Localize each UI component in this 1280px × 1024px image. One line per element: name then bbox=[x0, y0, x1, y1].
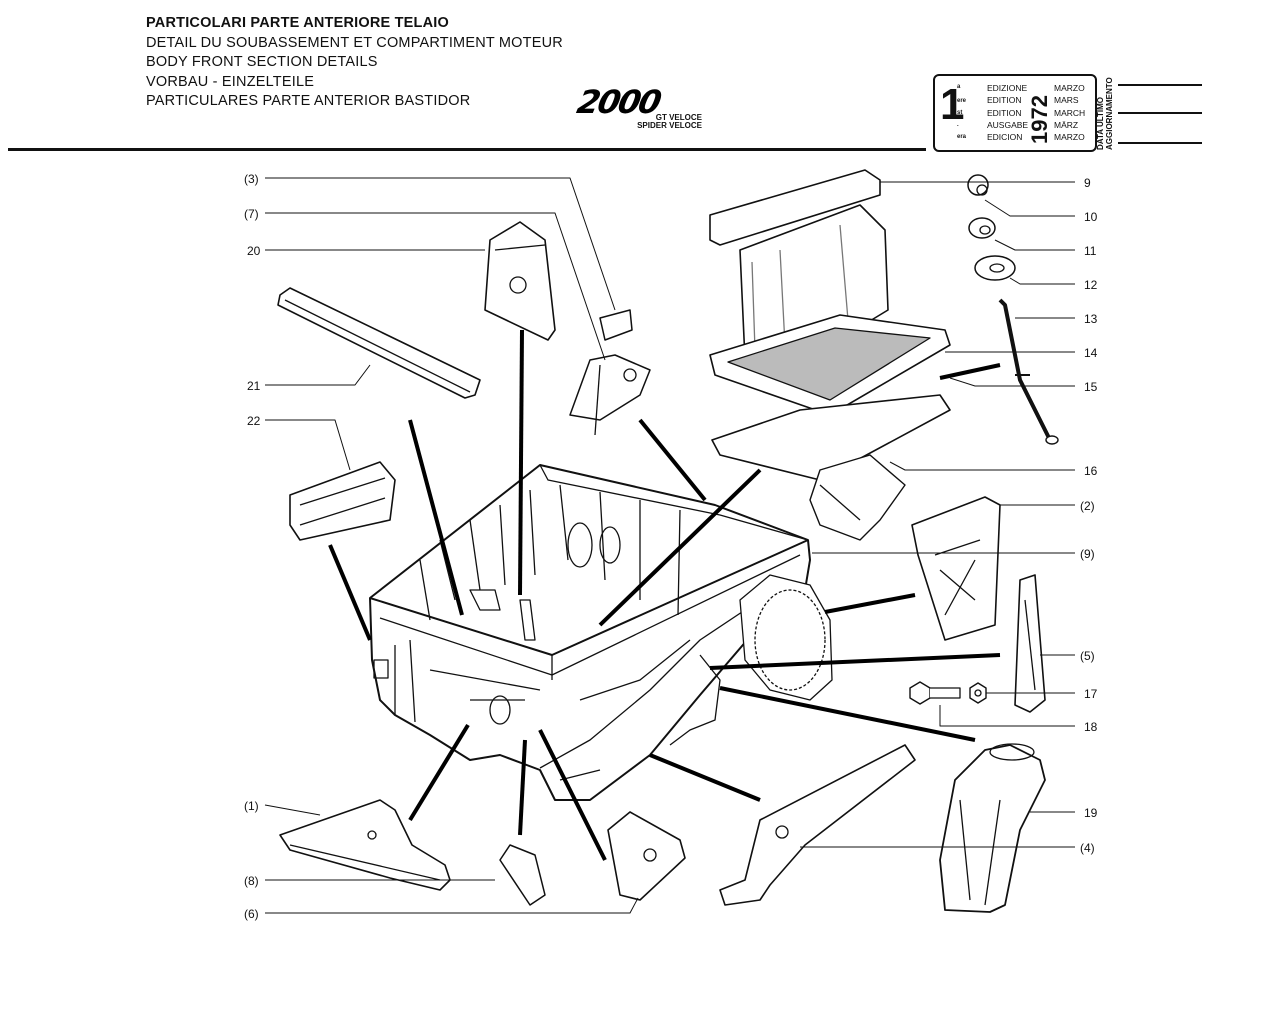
callout-4: (4) bbox=[1080, 841, 1095, 855]
edition-label: EDITION bbox=[987, 107, 1022, 118]
title-line-german: VORBAU - EINZELTEILE bbox=[146, 73, 315, 90]
logo-sub-gt: GT VELOCE bbox=[655, 113, 702, 122]
edition-suffix: st bbox=[957, 110, 963, 116]
part-6-bracket bbox=[607, 811, 686, 901]
edition-month: MÄRZ bbox=[1054, 119, 1079, 130]
edition-labels: EDIZIONE EDITION EDITION AUSGABE EDICION bbox=[987, 82, 1028, 143]
callout-20: 20 bbox=[247, 244, 261, 258]
edition-suffix: ere bbox=[957, 98, 967, 104]
model-logo: 2000 GT VELOCE SPIDER VELOCE bbox=[574, 83, 708, 138]
callout-6: (6) bbox=[244, 907, 259, 921]
update-line bbox=[1118, 84, 1202, 86]
part-22-bracket bbox=[289, 461, 396, 541]
part-4-crossmember bbox=[719, 744, 916, 906]
fastener-parts bbox=[909, 174, 1059, 705]
update-line bbox=[1118, 142, 1202, 144]
part-20-bracket bbox=[484, 221, 556, 341]
part-5-strut bbox=[1014, 574, 1046, 713]
callout-9: 9 bbox=[1084, 176, 1091, 190]
part-21-rail bbox=[277, 287, 481, 399]
part-7-support bbox=[569, 354, 651, 436]
edition-month: MARZO bbox=[1054, 132, 1085, 143]
callout-22: 22 bbox=[247, 414, 261, 428]
callout-8: (8) bbox=[244, 874, 259, 888]
edition-label: EDIZIONE bbox=[987, 83, 1028, 93]
edition-label: EDITION bbox=[987, 95, 1022, 106]
model-logo-subtitle: GT VELOCE SPIDER VELOCE bbox=[637, 114, 702, 130]
callout-1: (1) bbox=[244, 799, 259, 813]
edition-number: 1 bbox=[940, 80, 965, 129]
callout-19: 19 bbox=[1084, 806, 1098, 820]
edition-suffix: era bbox=[957, 134, 967, 140]
header-rule bbox=[8, 148, 926, 151]
edition-month: MARCH bbox=[1054, 107, 1086, 118]
part-1-cover bbox=[279, 799, 451, 891]
edition-month: MARZO bbox=[1054, 83, 1085, 93]
update-line bbox=[1118, 112, 1202, 114]
callout-labels: (3) (7) 20 21 22 9 10 11 12 13 14 15 16 … bbox=[244, 172, 1098, 921]
title-line-english: BODY FRONT SECTION DETAILS bbox=[146, 54, 378, 70]
wheel-arch-panel bbox=[739, 574, 833, 701]
assembly-arrows bbox=[328, 329, 1001, 861]
title-line-italian: PARTICOLARI PARTE ANTERIORE TELAIO bbox=[146, 15, 449, 31]
callout-21: 21 bbox=[247, 379, 261, 393]
callout-7: (7) bbox=[244, 207, 259, 221]
part-8-bracket bbox=[499, 844, 546, 906]
title-line-french: DETAIL DU SOUBASSEMENT ET COMPARTIMENT M… bbox=[146, 34, 563, 51]
callout-15: 15 bbox=[1084, 380, 1098, 394]
callout-12: 12 bbox=[1084, 278, 1098, 292]
title-line-spanish: PARTICULARES PARTE ANTERIOR BASTIDOR bbox=[146, 93, 471, 109]
edition-box: 1 a ere st . era EDIZIONE EDITION EDITIO… bbox=[933, 74, 1097, 152]
callout-10: 10 bbox=[1084, 210, 1098, 224]
battery-box bbox=[709, 169, 951, 541]
part-3-clip bbox=[599, 309, 633, 341]
leader-lines bbox=[264, 177, 1075, 914]
callout-5: (5) bbox=[1080, 649, 1095, 663]
callout-16: 16 bbox=[1084, 464, 1098, 478]
callout-18: 18 bbox=[1084, 720, 1098, 734]
edition-label: EDICION bbox=[987, 132, 1023, 143]
edition-months: MARZO MARS MARCH MÄRZ MARZO bbox=[1054, 82, 1085, 143]
part-19-tower bbox=[939, 743, 1046, 913]
callout-17: 17 bbox=[1084, 687, 1098, 701]
edition-suffix: a bbox=[957, 84, 961, 90]
callout-14: 14 bbox=[1084, 346, 1098, 360]
logo-sub-spider: SPIDER VELOCE bbox=[637, 121, 702, 130]
edition-label: AUSGABE bbox=[987, 119, 1029, 130]
edition-month: MARS bbox=[1054, 95, 1079, 106]
edition-suffix: . bbox=[957, 122, 959, 128]
callout-3: (3) bbox=[244, 172, 259, 186]
part-2-panel bbox=[911, 496, 1001, 641]
front-body-shell bbox=[369, 464, 811, 801]
callout-13: 13 bbox=[1084, 312, 1098, 326]
callout-11: 11 bbox=[1084, 244, 1097, 258]
callout-2: (2) bbox=[1080, 499, 1095, 513]
callout-9-paren: (9) bbox=[1080, 547, 1095, 561]
title-block: PARTICOLARI PARTE ANTERIORE TELAIO DETAI… bbox=[146, 14, 563, 112]
